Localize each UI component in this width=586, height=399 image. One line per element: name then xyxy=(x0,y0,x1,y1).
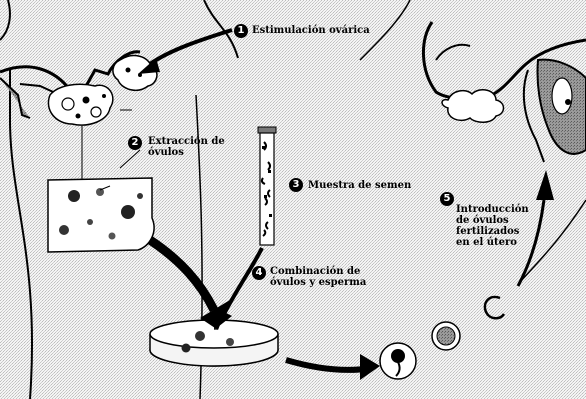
ovary-right-icon xyxy=(442,90,504,123)
step-2-number: 2 xyxy=(128,136,142,150)
step-5-label: Introducción de óvulos fertilizados en e… xyxy=(456,204,529,248)
step-5-label-line-2: de óvulos xyxy=(456,215,529,226)
step-5-label-line-1: Introducción xyxy=(456,204,529,215)
follicle-ovary-icon xyxy=(48,84,112,125)
extracted-eggs-panel xyxy=(48,178,154,252)
step-2-label-line-2: óvulos xyxy=(148,147,225,158)
step-5-label-line-4: en el útero xyxy=(456,237,529,248)
step-3-number: 3 xyxy=(289,178,303,192)
step-4-label: Combinación de óvulos y esperma xyxy=(270,266,366,288)
step-3-label: Muestra de semen xyxy=(308,180,411,191)
step-4-number: 4 xyxy=(252,266,266,280)
sperm-test-tube-icon xyxy=(258,127,276,245)
step-5-number: 5 xyxy=(440,192,454,206)
step-2-label: Extracción de óvulos xyxy=(148,136,225,158)
step-2-label-line-1: Extracción de xyxy=(148,136,225,147)
step-4-label-line-1: Combinación de xyxy=(270,266,366,277)
step-1-label: Estimulación ovárica xyxy=(252,25,370,36)
step-5-label-line-3: fertilizados xyxy=(456,226,529,237)
step-1-number: 1 xyxy=(234,24,248,38)
step-4-label-line-2: óvulos y esperma xyxy=(270,277,366,288)
